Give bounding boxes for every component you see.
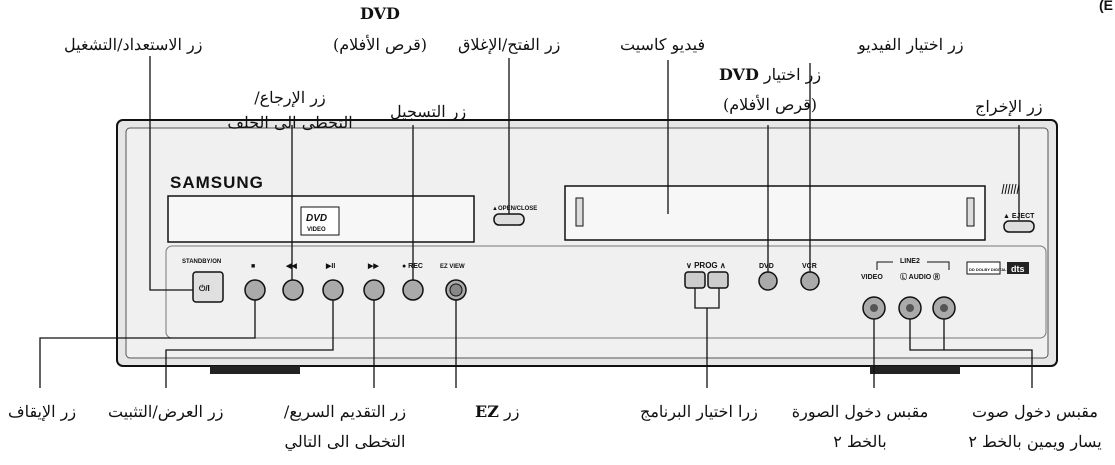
audio-right-jack-core (940, 304, 948, 312)
label-dvd-sub: (قرص الأفلام) (332, 35, 428, 54)
label-rewind-2: التخطى الى الخلف (227, 113, 353, 132)
label-vcr-select: زر اختيار الفيديو (858, 35, 964, 54)
leader-lines (39, 56, 1033, 388)
audio-jack-caption: Ⓛ AUDIO Ⓡ (900, 272, 940, 281)
eject-button (1003, 220, 1035, 233)
label-video-cassette: فيديو كاسيت (620, 35, 706, 54)
prog-up-button (707, 271, 729, 289)
audio-left-jack-core (906, 304, 914, 312)
cassette-slot (564, 185, 986, 241)
play-pause-button (322, 279, 344, 301)
label-open-close: زر الفتح/الإغلاق (458, 35, 561, 54)
ffwd-button (363, 279, 385, 301)
video-jack-caption: VIDEO (861, 274, 883, 281)
label-ez: زر EZ (475, 402, 520, 421)
prog-down-button (684, 271, 706, 289)
control-panel (165, 245, 1047, 339)
label-video-in-1: مقبس دخول الصورة (791, 402, 929, 421)
label-dvd-select-sub: (قرص الأفلام) (722, 95, 818, 114)
dolby-logo (966, 261, 1001, 275)
open-close-caption: ▲OPEN/CLOSE (492, 206, 537, 212)
corner-mark: (E (1099, 0, 1113, 13)
label-rewind-1: زر الإرجاع/ (254, 88, 326, 107)
line2-bracket (876, 261, 950, 270)
dvd-select-caption: DVD (759, 263, 774, 270)
rewind-caption: ◀◀ (285, 263, 297, 270)
label-standby-play: زر الاستعداد/التشغيل (64, 35, 203, 54)
label-stop: زر الإيقاف (8, 402, 77, 421)
label-prog-select: زرا اختيار البرنامج (640, 402, 758, 421)
label-dvd-select: زر اختيار DVD (718, 65, 822, 84)
standby-button (192, 271, 224, 303)
vcr-select-button (800, 271, 820, 291)
video-in-jack-core (870, 304, 878, 312)
dts-logo (1007, 262, 1029, 274)
stop-caption: ■ (251, 263, 255, 270)
label-ffwd-2: التخطى الى التالي (284, 432, 406, 451)
standby-glyph: ⏻/I (199, 284, 210, 293)
label-record: زر التسجيل (390, 102, 467, 121)
label-audio-in-1: مقبس دخول صوت (972, 402, 1098, 421)
dvd-select-button (758, 271, 778, 291)
stop-button (244, 279, 266, 301)
label-audio-in-2: يسار ويمين بالخط ٢ (968, 432, 1102, 451)
ez-view-caption: EZ VIEW (440, 264, 465, 270)
label-play-pause: زر العرض/التثبيت (108, 402, 224, 421)
cassette-door-left (575, 197, 584, 227)
ez-view-button-inner (449, 283, 463, 297)
standby-caption: STANDBY/ON (182, 259, 221, 265)
device-feet-right (870, 366, 960, 374)
cassette-door-right (966, 197, 975, 227)
line2-caption: LINE2 (900, 258, 920, 265)
rewind-button (282, 279, 304, 301)
ffwd-caption: ▶▶ (367, 263, 379, 270)
brand-logo: SAMSUNG (170, 173, 264, 192)
dvd-logo (300, 206, 340, 236)
label-video-in-2: بالخط ٢ (833, 432, 887, 451)
rec-button (402, 279, 424, 301)
dvd-logo-bottom: VIDEO (307, 227, 326, 233)
play-caption: ▶II (325, 263, 335, 270)
dts-logo-text: dts (1011, 264, 1025, 274)
open-close-button (493, 213, 525, 226)
dvd-logo-top: DVD (306, 213, 327, 224)
dolby-logo-text: DD DOLBY DIGITAL (969, 267, 1007, 272)
label-ffwd-1: زر التقديم السريع/ (283, 402, 407, 421)
label-dvd-title: DVD (360, 4, 400, 23)
device-feet-left (210, 366, 300, 374)
prog-caption: ∨ PROG ∧ (686, 261, 726, 270)
label-eject: زر الإخراج (975, 97, 1043, 116)
